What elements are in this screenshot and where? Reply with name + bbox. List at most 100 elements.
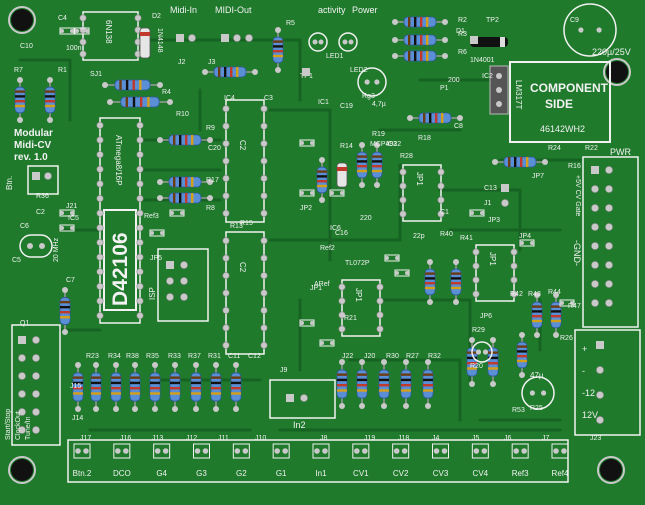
ic-pin-pad	[399, 168, 407, 176]
header-pad	[180, 293, 188, 301]
jack-pad	[234, 448, 241, 454]
resistor-band	[517, 355, 527, 358]
resistor-band	[508, 157, 511, 167]
ic-pin-pad	[260, 140, 268, 148]
jack-outline	[193, 443, 210, 459]
side-jack-label: Tune/In	[25, 416, 32, 440]
header-pad	[18, 336, 26, 344]
ic-pin-pad	[260, 192, 268, 200]
opamp-ic-2	[402, 164, 442, 222]
resistor-pad	[62, 329, 68, 335]
header-pad	[591, 166, 599, 174]
header-pad	[221, 34, 229, 42]
jack-outline	[272, 443, 290, 459]
resistor-pad	[202, 69, 208, 75]
capacitor-pad	[60, 211, 64, 215]
capacitor-pad	[395, 271, 399, 275]
jack-label: DCO	[113, 469, 131, 478]
resistor-band	[357, 160, 367, 163]
ref-designator: 220	[360, 215, 372, 222]
capacitor-pad	[70, 226, 74, 230]
led-pad	[342, 39, 348, 45]
jack-outline	[153, 443, 171, 459]
chip-label-box	[103, 209, 137, 311]
ref-designator: C4	[58, 15, 67, 22]
jack-row-outline	[67, 439, 569, 483]
jack-outline	[432, 443, 449, 459]
ic-pin-pad	[96, 253, 104, 261]
resistor-band	[60, 316, 70, 319]
ic-pin-pad	[260, 341, 268, 349]
resistor	[487, 337, 499, 387]
capacitor-pad	[395, 256, 399, 260]
resistor-pad	[132, 362, 138, 368]
resistor-pad	[207, 195, 213, 201]
ref-designator: C9	[570, 17, 579, 24]
resistor-band	[273, 50, 283, 53]
ref-designator: R25	[530, 405, 543, 412]
resistor-pad	[492, 159, 498, 165]
resistor-band	[185, 193, 188, 203]
ref-designator: R33	[168, 353, 181, 360]
ref-designator: R5	[286, 20, 295, 27]
ic-pin-pad	[96, 282, 104, 290]
resistor	[230, 362, 242, 412]
ic-pin-pad	[260, 174, 268, 182]
ref-designator: IC6	[330, 225, 341, 232]
resistor-band	[211, 392, 221, 395]
resistor	[44, 77, 56, 123]
resistor	[336, 359, 348, 409]
resistor-band	[191, 135, 194, 145]
header-pad	[166, 277, 174, 285]
resistor-band	[132, 97, 136, 107]
resistor	[272, 27, 284, 73]
pwr-jack-outline	[574, 329, 641, 436]
capacitor-outline	[521, 376, 555, 410]
resistor-pad	[425, 359, 431, 365]
ic-pin-pad	[472, 276, 480, 284]
ref-designator: 100n	[66, 45, 82, 52]
resistor-pad	[102, 82, 108, 88]
capacitor-pad	[300, 191, 304, 195]
resistor-band	[420, 17, 423, 27]
capacitor-pad	[160, 231, 164, 235]
ic-pin-pad	[376, 325, 384, 333]
resistor-pad	[107, 99, 113, 105]
header-pad	[591, 299, 599, 307]
resistor-band	[224, 67, 227, 77]
isp-label: ISP	[148, 287, 157, 300]
resistor-band	[130, 381, 140, 385]
resistor-band	[551, 310, 561, 313]
resistor-band	[191, 392, 201, 395]
ref-designator: R22	[585, 145, 598, 152]
resistor-pad	[17, 117, 23, 123]
resistor	[210, 362, 222, 412]
resistor-pad	[490, 381, 496, 387]
ic-pin-pad	[510, 290, 518, 298]
crystal-pad	[27, 243, 33, 249]
jack-label: Btn.2	[73, 469, 92, 478]
electrolytic-capacitor	[357, 67, 387, 97]
resistor-band	[379, 378, 389, 382]
resistor-pad	[442, 37, 448, 43]
led-outline	[308, 32, 328, 52]
resistor-pad	[157, 195, 163, 201]
resistor-band	[451, 286, 461, 290]
ref-designator: J3	[208, 59, 216, 66]
capacitor-pad	[310, 321, 314, 325]
resistor-band	[423, 113, 426, 123]
resistor-band	[401, 389, 411, 392]
ref-designator: 200	[448, 77, 460, 84]
resistor-pad	[233, 406, 239, 412]
resistor-pad	[75, 362, 81, 368]
part-code: 46142WH2	[540, 124, 585, 134]
resistor-band	[173, 177, 176, 187]
resistor	[424, 259, 436, 305]
resistor-band	[15, 90, 25, 93]
jack-pad	[194, 448, 201, 454]
header-pad	[605, 299, 613, 307]
header-pad	[591, 242, 599, 250]
ic-pin-pad	[136, 282, 144, 290]
resistor-pad	[457, 115, 463, 121]
ref-designator: J21	[66, 203, 77, 210]
